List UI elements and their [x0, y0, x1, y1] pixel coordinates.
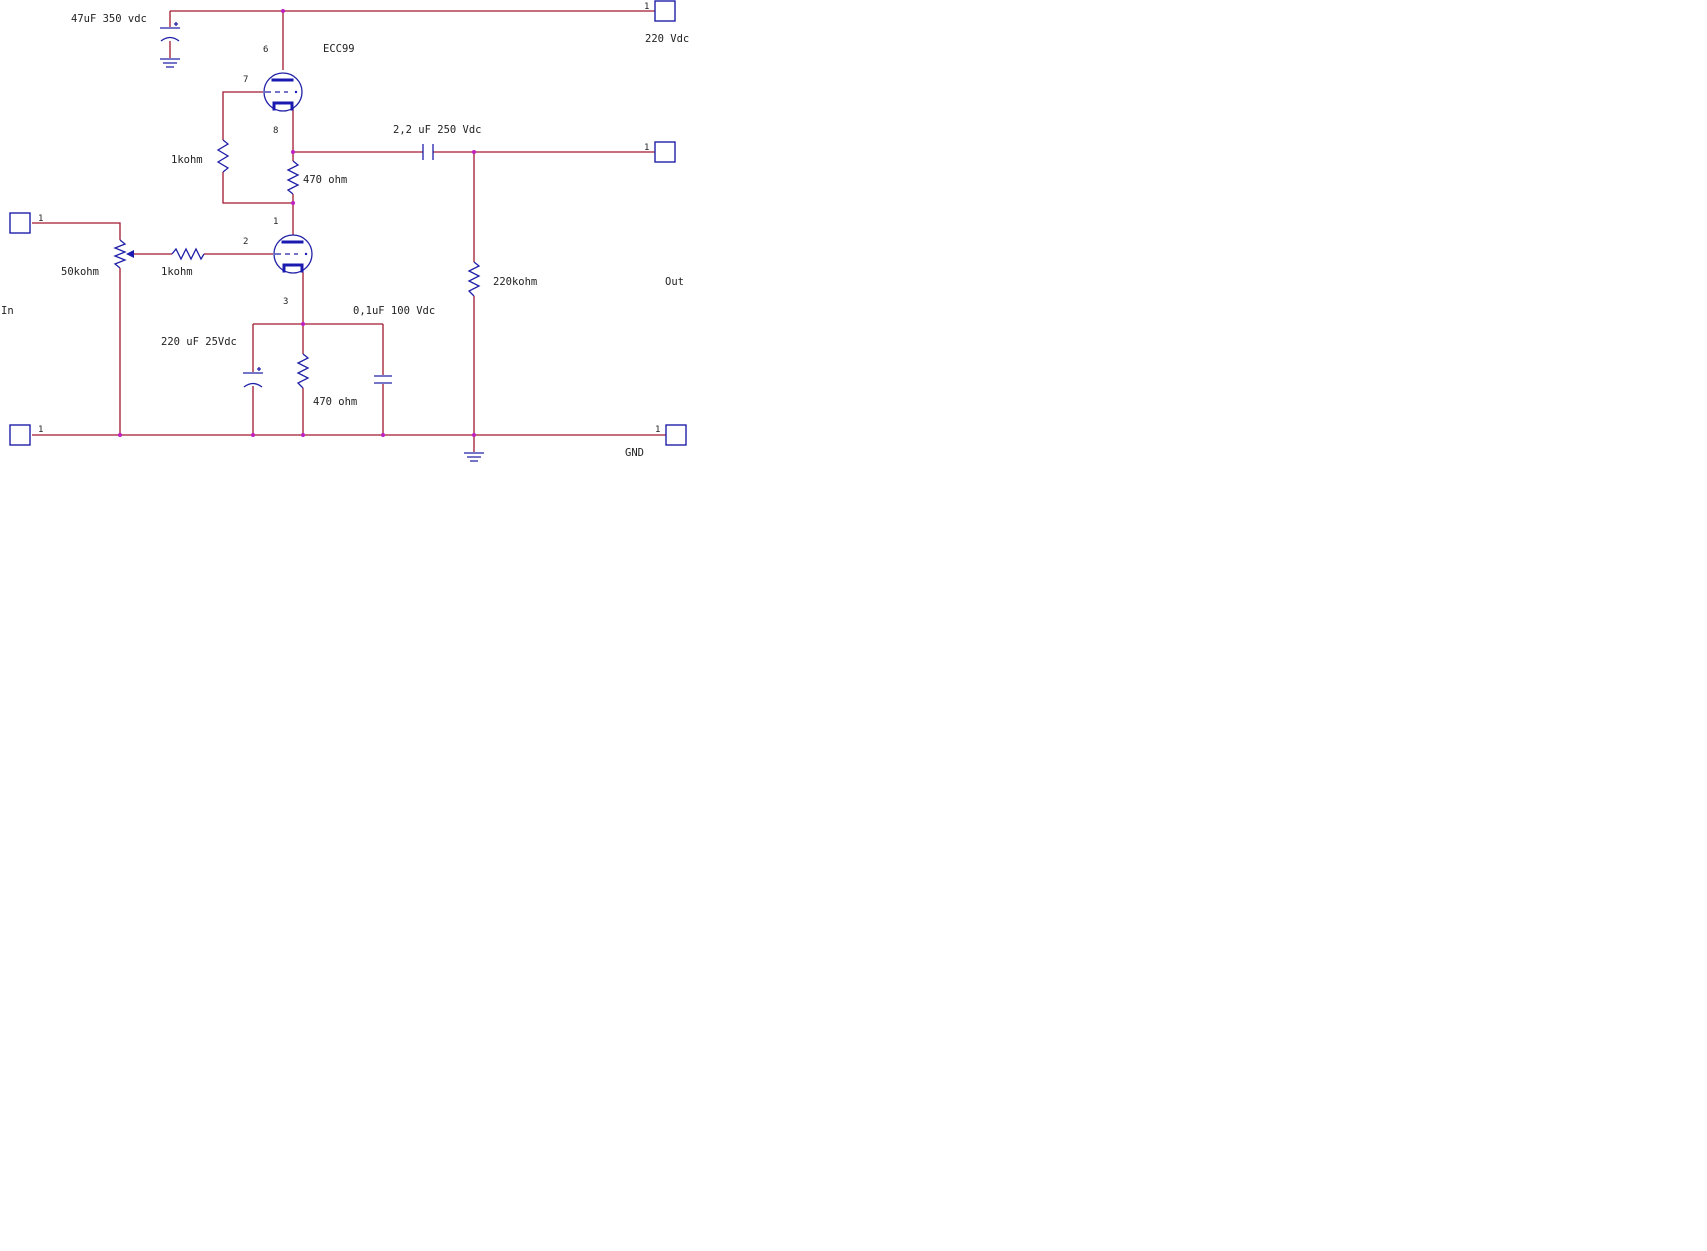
label-grid-resistor-upper: 1kohm: [171, 154, 203, 166]
junction-dot: [301, 433, 305, 437]
grid-stopper-resistor-upper: [216, 139, 230, 173]
cathode-bypass-capacitor: [374, 375, 392, 384]
pin-label-2: 2: [243, 237, 248, 247]
upper-triode: [263, 72, 303, 112]
port-input-ground: 1: [9, 424, 43, 446]
input-wire: [32, 222, 121, 240]
port-output-pin-number: 1: [644, 143, 649, 153]
junction-dots: [118, 9, 476, 437]
label-output-resistor: 220kohm: [493, 276, 537, 288]
port-output: 1: [644, 141, 676, 163]
junction-dot: [291, 150, 295, 154]
junction-dot: [118, 433, 122, 437]
port-input: 1: [9, 212, 43, 234]
pin-label-3: 3: [283, 297, 288, 307]
grid-resistor-bottom-wire: [222, 172, 293, 204]
junction-dot: [301, 322, 305, 326]
junction-dot: [291, 201, 295, 205]
pin-label-7: 7: [243, 75, 248, 85]
input-potentiometer: [113, 239, 134, 269]
supply-electrolytic-capacitor: [160, 22, 180, 42]
junction-dot: [472, 433, 476, 437]
junction-dot: [281, 9, 285, 13]
coupling-capacitor: [422, 144, 434, 160]
label-output: Out: [665, 276, 684, 288]
label-supply-capacitor: 47uF 350 vdc: [71, 13, 147, 25]
wires: [32, 10, 668, 452]
port-input-pin-number: 1: [38, 214, 43, 224]
label-potentiometer: 50kohm: [61, 266, 99, 278]
label-cathode-electrolytic: 220 uF 25Vdc: [161, 336, 237, 348]
label-grid-resistor-lower: 1kohm: [161, 266, 193, 278]
label-ground: GND: [625, 447, 644, 459]
plate-resistor: [286, 160, 300, 195]
pin-label-1: 1: [273, 217, 278, 227]
label-plate-resistor: 470 ohm: [303, 174, 347, 186]
ground-symbol-main: [464, 452, 484, 462]
port-input-ground-pin-number: 1: [38, 425, 43, 435]
label-cathode-resistor: 470 ohm: [313, 396, 357, 408]
pin-label-8: 8: [273, 126, 278, 136]
label-bypass-capacitor: 0,1uF 100 Vdc: [353, 305, 435, 317]
port-supply: 1: [644, 0, 676, 22]
junction-dot: [381, 433, 385, 437]
label-input: In: [1, 305, 14, 317]
upper-grid-wire: [222, 91, 263, 140]
port-supply-pin-number: 1: [644, 2, 649, 12]
label-coupling-capacitor: 2,2 uF 250 Vdc: [393, 124, 482, 136]
grid-stopper-resistor-lower: [171, 247, 205, 261]
pin-label-6: 6: [263, 45, 268, 55]
label-tube-type: ECC99: [323, 43, 355, 55]
port-ground-pin-number: 1: [655, 425, 660, 435]
port-ground: 1: [655, 424, 687, 446]
label-supply-voltage: 220 Vdc: [645, 33, 689, 45]
output-resistor: [467, 261, 481, 297]
cathode-electrolytic-capacitor: [243, 367, 263, 388]
lower-triode: [273, 234, 313, 274]
cathode-resistor: [296, 353, 310, 389]
junction-dot: [472, 150, 476, 154]
ground-symbol-supply: [160, 58, 180, 68]
junction-dot: [251, 433, 255, 437]
